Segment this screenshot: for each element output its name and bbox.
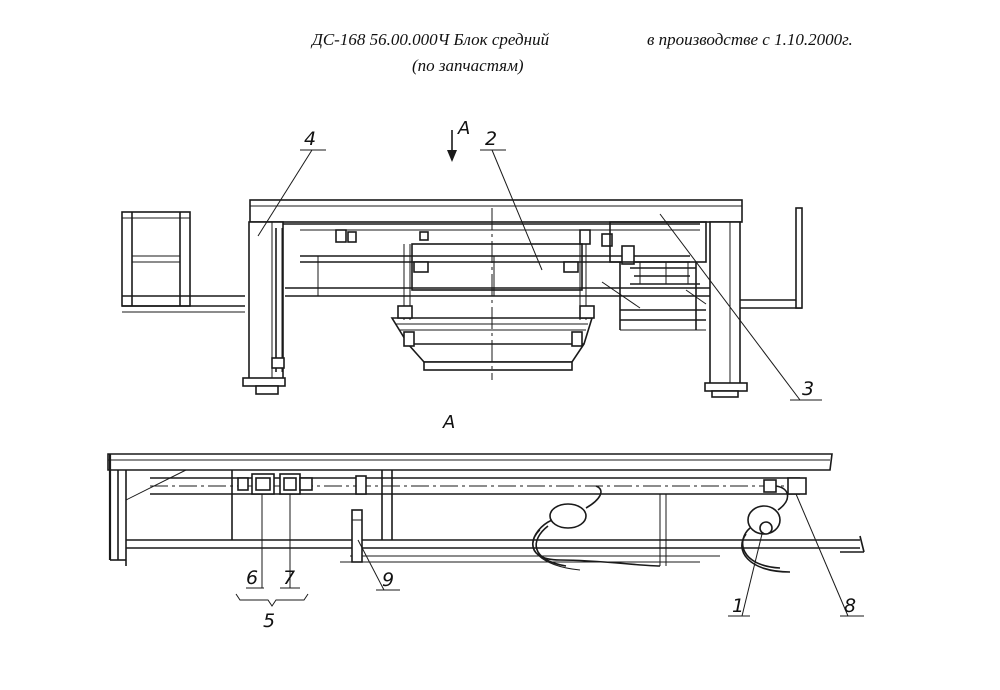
leader-2 (491, 149, 543, 271)
callout-4: 4 (304, 128, 316, 150)
callout-1: 1 (732, 595, 744, 617)
bottom-view: A (107, 412, 865, 632)
leader-4 (257, 149, 313, 237)
top-view: A 4 2 3 (121, 118, 822, 401)
callout-3: 3 (802, 378, 814, 400)
brace-5 (235, 593, 309, 607)
drawing-subtitle: (по запчастям) (412, 56, 524, 75)
right-post (795, 207, 803, 309)
callout-5: 5 (263, 610, 275, 632)
central-hopper (411, 243, 583, 291)
callout-8: 8 (844, 595, 856, 617)
part-8 (787, 477, 807, 495)
callout-2: 2 (485, 128, 497, 150)
top-beam (249, 199, 743, 223)
callout-9: 9 (382, 569, 394, 591)
right-column (709, 221, 741, 388)
hose-coil-middle (549, 503, 587, 529)
callout-6: 6 (246, 567, 258, 589)
production-note: в производстве с 1.10.2000г. (647, 30, 853, 49)
leader-3 (659, 213, 801, 401)
arrow-label-a: A (457, 118, 470, 139)
part-9 (351, 509, 363, 563)
bottom-main-beam (107, 453, 833, 471)
view-label-a: A (442, 412, 455, 433)
callout-7: 7 (283, 567, 295, 589)
drawing-code-title: ДС-168 56.00.000Ч Блок средний (312, 30, 550, 49)
